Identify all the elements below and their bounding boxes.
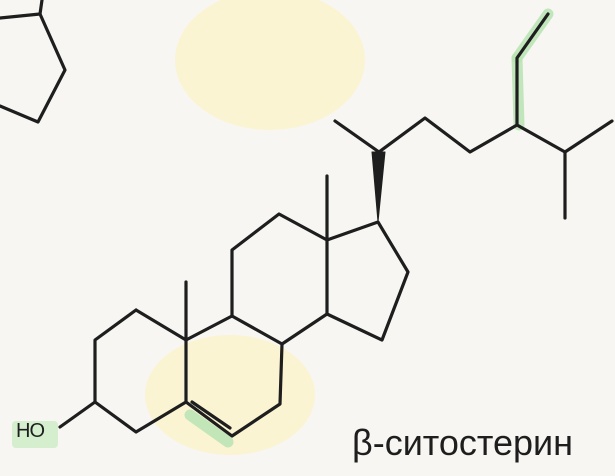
hydroxyl-bond [58,400,97,429]
hydroxyl-highlight [12,421,58,448]
compound-name: β-ситостерин [352,422,574,463]
ring-c [230,212,329,346]
highlight-double-bond [184,409,234,448]
ring-d [325,220,410,342]
double-bond-inner [190,400,232,430]
hydroxyl-label: HO [16,420,45,442]
stain-top [175,0,365,130]
cyclopentane-fragment [0,0,67,124]
side-chain-wedge [371,151,386,223]
ring-b [184,314,284,438]
side-chain [333,12,614,223]
